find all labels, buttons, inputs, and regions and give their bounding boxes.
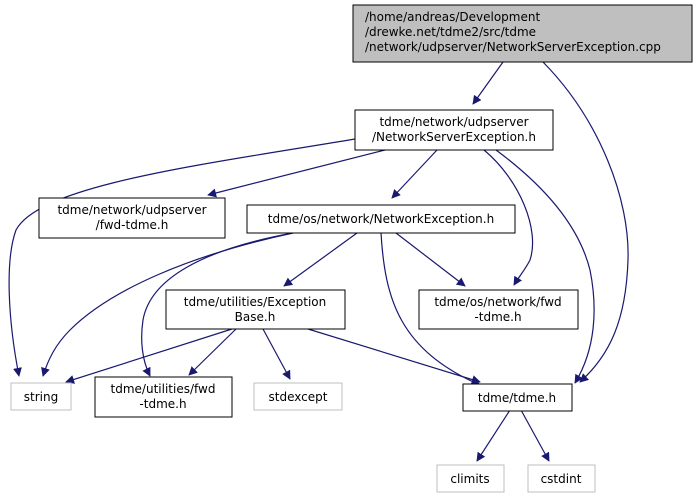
- node-root-file[interactable]: /home/andreas/Development /drewke.net/td…: [352, 4, 693, 63]
- node-network-exception-h[interactable]: tdme/os/network/NetworkException.h: [246, 204, 516, 234]
- edges: [8, 61, 629, 462]
- edge-nse-h-to-tdme-h: [495, 149, 595, 384]
- node-exception-base-line-1: tdme/utilities/Exception: [184, 295, 327, 309]
- node-utilities-fwd-line-2: -tdme.h: [139, 397, 186, 411]
- node-udpserver-fwd-line-1: tdme/network/udpserver: [57, 203, 206, 217]
- edge-root-to-network-server-exception-h: [472, 61, 504, 105]
- edge-nse-h-to-network-exception-h: [391, 149, 438, 199]
- nodes: /home/andreas/Development /drewke.net/td…: [10, 4, 693, 493]
- edge-ne-h-to-utilities-fwd: [141, 232, 294, 377]
- node-os-network-fwd-line-1: tdme/os/network/fwd: [434, 295, 561, 309]
- node-exception-base-line-2: Base.h: [235, 310, 276, 324]
- node-climits-label: climits: [450, 472, 489, 486]
- node-network-exception-h-label: tdme/os/network/NetworkException.h: [268, 212, 494, 226]
- edge-nse-h-to-udpserver-fwd: [207, 149, 386, 198]
- edge-tdme-h-to-climits: [476, 409, 511, 462]
- edge-tdme-h-to-cstdint: [520, 409, 550, 462]
- edge-ne-h-to-os-network-fwd: [395, 232, 466, 287]
- edge-nse-h-to-string: [8, 138, 356, 377]
- node-utilities-fwd-tdme-h[interactable]: tdme/utilities/fwd -tdme.h: [94, 376, 233, 418]
- node-os-network-fwd-tdme-h[interactable]: tdme/os/network/fwd -tdme.h: [418, 289, 579, 330]
- node-climits[interactable]: climits: [436, 464, 505, 493]
- edge-root-to-tdme-h: [542, 61, 629, 383]
- edge-ne-h-to-exception-base-h: [283, 232, 358, 287]
- edge-eb-h-to-stdexcept: [262, 328, 291, 380]
- edge-nse-h-to-os-network-fwd: [483, 149, 534, 286]
- node-nse-h-line-1: tdme/network/udpserver: [379, 115, 528, 129]
- node-cstdint-label: cstdint: [541, 472, 582, 486]
- node-root-line-2: /drewke.net/tdme2/src/tdme: [365, 25, 536, 39]
- node-root-line-1: /home/andreas/Development: [365, 10, 540, 24]
- node-tdme-h[interactable]: tdme/tdme.h: [462, 383, 573, 412]
- node-root-line-3: /network/udpserver/NetworkServerExceptio…: [365, 40, 661, 54]
- edge-eb-h-to-utilities-fwd: [188, 328, 237, 376]
- node-udpserver-fwd-tdme-h[interactable]: tdme/network/udpserver /fwd-tdme.h: [38, 197, 226, 239]
- node-utilities-fwd-line-1: tdme/utilities/fwd: [111, 382, 216, 396]
- node-stdexcept[interactable]: stdexcept: [253, 382, 343, 411]
- node-tdme-h-label: tdme/tdme.h: [478, 391, 556, 405]
- node-nse-h-line-2: /NetworkServerException.h: [372, 130, 536, 144]
- node-exception-base-h[interactable]: tdme/utilities/Exception Base.h: [165, 289, 346, 330]
- edge-eb-h-to-string: [65, 328, 233, 384]
- node-os-network-fwd-line-2: -tdme.h: [474, 310, 521, 324]
- node-cstdint[interactable]: cstdint: [527, 464, 596, 493]
- node-string[interactable]: string: [10, 382, 72, 411]
- edge-ne-h-to-tdme-h: [380, 232, 481, 386]
- edge-eb-h-to-tdme-h: [307, 328, 481, 384]
- node-network-server-exception-h[interactable]: tdme/network/udpserver /NetworkServerExc…: [354, 109, 554, 151]
- node-string-label: string: [24, 390, 58, 404]
- node-udpserver-fwd-line-2: /fwd-tdme.h: [96, 218, 169, 232]
- node-stdexcept-label: stdexcept: [269, 390, 328, 404]
